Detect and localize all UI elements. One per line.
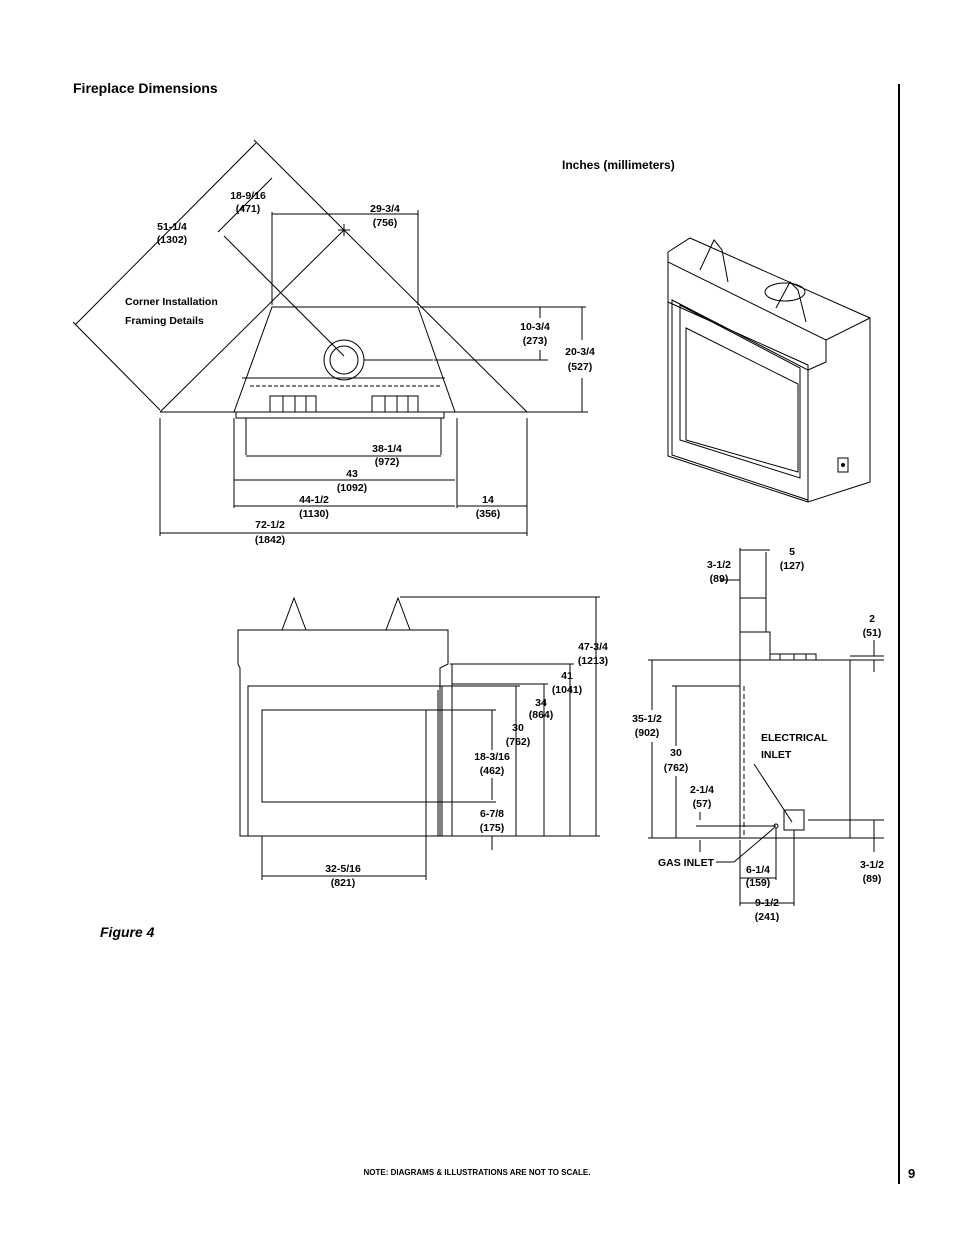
electrical-inlet-label-line2: INLET [761,749,792,761]
margin-rule [898,84,900,1184]
corner-installation-drawing [72,139,588,536]
corner-dim-43-mm: (1092) [337,482,367,494]
corner-dim-38-mm: (972) [375,456,400,468]
corner-dim-44-mm: (1130) [299,508,329,520]
front-dim-6-mm: (175) [480,822,505,834]
side-dim-2q-in: 2-1/4 [690,784,714,796]
corner-dim-18-in: 18-9/16 [230,190,266,202]
corner-dim-20-in: 20-3/4 [565,346,595,358]
front-dim-30-in: 30 [512,722,524,734]
figure-caption: Figure 4 [100,924,155,940]
side-dim-3b-mm: (89) [863,873,882,885]
side-dim-5-in: 5 [789,546,795,558]
electrical-inlet-label-line1: ELECTRICAL [761,732,828,744]
units-note: Inches (millimeters) [562,158,675,172]
corner-dim-38-in: 38-1/4 [372,443,402,455]
side-dim-9-mm: (241) [755,911,780,923]
corner-dim-72-in: 72-1/2 [255,519,285,531]
corner-dim-29-in: 29-3/4 [370,203,400,215]
side-dim-3a-in: 3-1/2 [707,559,731,571]
front-dim-41-in: 41 [561,670,573,682]
corner-dim-18-mm: (471) [236,203,261,215]
footer-note: NOTE: DIAGRAMS & ILLUSTRATIONS ARE NOT T… [363,1168,591,1177]
front-dim-41-mm: (1041) [552,684,582,696]
front-dim-32-in: 32-5/16 [325,863,361,875]
side-dim-2-in: 2 [869,613,875,625]
side-dim-35-mm: (902) [635,727,660,739]
side-dim-6q-in: 6-1/4 [746,864,770,876]
front-dim-34-mm: (864) [529,709,554,721]
front-dim-47-mm: (1213) [578,655,608,667]
corner-label-line1: Corner Installation [125,296,218,308]
corner-dim-14-mm: (356) [476,508,501,520]
side-dim-2-mm: (51) [863,627,882,639]
side-dim-30-in: 30 [670,747,682,759]
corner-dim-51-mm: (1302) [157,234,187,246]
side-dim-3a-mm: (89) [710,573,729,585]
side-dim-5-mm: (127) [780,560,805,572]
front-dim-34-in: 34 [535,697,547,709]
isometric-fireplace-drawing [667,237,871,503]
front-view-drawing [237,596,600,880]
page-number: 9 [908,1166,916,1181]
front-dim-18-in: 18-3/16 [474,751,510,763]
corner-dim-10-in: 10-3/4 [520,321,550,333]
gas-inlet-label: GAS INLET [658,857,715,869]
side-dim-9-in: 9-1/2 [755,897,779,909]
corner-dim-20-mm: (527) [568,361,593,373]
side-view-drawing [648,548,884,906]
corner-dim-14-in: 14 [482,494,494,506]
side-dim-6q-mm: (159) [746,877,771,889]
corner-dim-72-mm: (1842) [255,534,285,546]
corner-dim-10-mm: (273) [523,335,548,347]
front-dim-6-in: 6-7/8 [480,808,504,820]
corner-dim-44-in: 44-1/2 [299,494,329,506]
corner-dim-51-in: 51-1/4 [157,221,187,233]
front-dim-30-mm: (762) [506,736,531,748]
side-dim-2q-mm: (57) [693,798,712,810]
corner-dim-43-in: 43 [346,468,358,480]
side-dim-35-in: 35-1/2 [632,713,662,725]
side-dim-30-mm: (762) [664,762,689,774]
front-dim-32-mm: (821) [331,877,356,889]
front-dim-18-mm: (462) [480,765,505,777]
corner-label-line2: Framing Details [125,315,204,327]
page-title: Fireplace Dimensions [73,80,218,96]
front-dim-47-in: 47-3/4 [578,641,608,653]
corner-dim-29-mm: (756) [373,217,398,229]
side-dim-3b-in: 3-1/2 [860,859,884,871]
